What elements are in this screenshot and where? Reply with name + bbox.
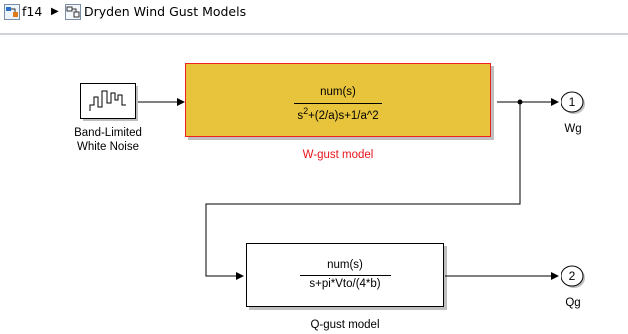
noise-waveform-icon — [89, 90, 126, 111]
noise-label-line1: Band-Limited — [74, 127, 142, 139]
outport-wg-label: Wg — [564, 123, 582, 135]
wgust-label: W-gust model — [302, 149, 374, 161]
model-icon[interactable] — [4, 4, 20, 20]
wgust-block[interactable]: num(s) s2+(2/a)s+1/a^2 — [185, 63, 491, 137]
breadcrumb-root[interactable]: f14 — [22, 4, 43, 19]
qgust-label: Q-gust model — [310, 319, 380, 331]
outport-qg-number: 2 — [569, 269, 576, 283]
noise-label: Band-Limited White Noise — [56, 126, 160, 154]
toolbar-divider — [0, 33, 628, 35]
breadcrumb-separator-icon: ▶ — [51, 6, 59, 17]
signal-branch-to-qgust[interactable] — [205, 102, 521, 280]
qgust-numerator: num(s) — [327, 259, 363, 271]
qgust-block[interactable]: num(s) s+pi*Vto/(4*b) — [246, 243, 444, 307]
model-canvas[interactable]: Band-Limited White Noise num(s) s2+(2/a)… — [0, 36, 628, 334]
qgust-fraction-bar — [300, 275, 391, 276]
signal-lines — [138, 98, 559, 280]
wgust-numerator: num(s) — [320, 86, 356, 98]
wgust-fraction-bar — [294, 103, 382, 104]
qgust-denominator: s+pi*Vto/(4*b) — [309, 278, 381, 290]
noise-block[interactable] — [80, 83, 140, 123]
outport-qg[interactable]: 2 — [561, 265, 587, 291]
outport-wg[interactable]: 1 — [561, 91, 587, 117]
wgust-denominator: s2+(2/a)s+1/a^2 — [297, 106, 379, 122]
breadcrumb-current[interactable]: Dryden Wind Gust Models — [84, 4, 247, 19]
outport-qg-label: Qg — [565, 297, 581, 309]
branch-point — [517, 99, 523, 105]
noise-label-line2: White Noise — [77, 141, 139, 153]
subsystem-icon[interactable] — [65, 4, 81, 20]
outport-wg-number: 1 — [569, 95, 576, 109]
breadcrumb: f14 ▶ Dryden Wind Gust Models — [0, 0, 628, 28]
